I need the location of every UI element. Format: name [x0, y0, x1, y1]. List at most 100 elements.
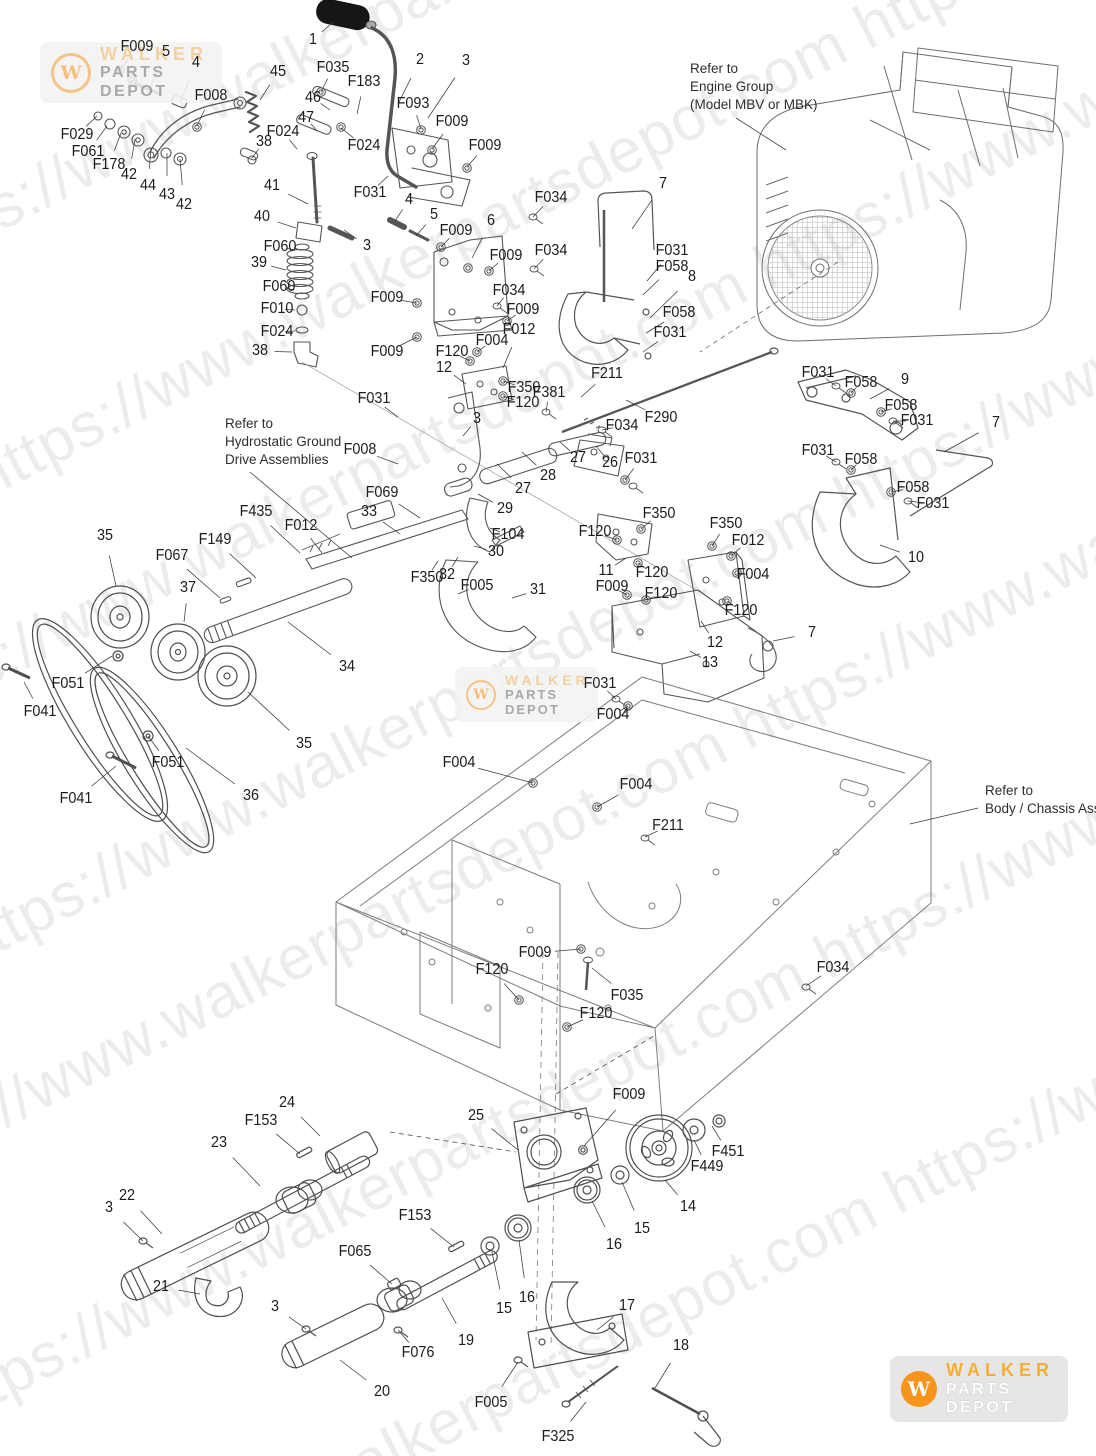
part-label-35: 35 — [96, 527, 114, 544]
part-label-3: 3 — [270, 1298, 280, 1315]
part-label-F004: F004 — [475, 332, 509, 349]
part-label-F034: F034 — [492, 282, 526, 299]
part-label-16: 16 — [605, 1236, 623, 1253]
part-label-F034: F034 — [605, 417, 639, 434]
part-label-F009: F009 — [468, 137, 502, 154]
logo-brand-name: WALKER — [100, 43, 208, 64]
part-label-F058: F058 — [896, 479, 930, 496]
part-label-F069: F069 — [365, 484, 399, 501]
part-label-31: 31 — [529, 581, 547, 598]
walker-logo-icon: W — [51, 52, 91, 93]
part-label-F009: F009 — [506, 301, 540, 318]
part-label-F058: F058 — [662, 304, 696, 321]
part-label-F009: F009 — [370, 289, 404, 306]
part-label-F076: F076 — [401, 1344, 435, 1361]
part-label-15: 15 — [495, 1300, 513, 1317]
part-label-43: 43 — [158, 186, 176, 203]
part-label-F031: F031 — [624, 450, 658, 467]
part-label-F350: F350 — [410, 569, 444, 586]
part-label-F093: F093 — [396, 95, 430, 112]
part-label-F031: F031 — [583, 675, 617, 692]
part-label-F009: F009 — [489, 247, 523, 264]
part-label-F065: F065 — [338, 1243, 372, 1260]
part-label-27: 27 — [569, 449, 587, 466]
part-label-F034: F034 — [534, 189, 568, 206]
part-label-F031: F031 — [801, 364, 835, 381]
part-label-7: 7 — [991, 414, 1001, 431]
part-label-F325: F325 — [541, 1428, 575, 1445]
part-label-F120: F120 — [475, 961, 509, 978]
part-label-F051: F051 — [51, 675, 85, 692]
part-label-13: 13 — [701, 654, 719, 671]
part-label-F183: F183 — [347, 73, 381, 90]
part-label-15: 15 — [633, 1220, 651, 1237]
part-label-F120: F120 — [578, 523, 612, 540]
part-label-29: 29 — [496, 500, 514, 517]
part-label-F010: F010 — [260, 300, 294, 317]
part-label-1: 1 — [308, 31, 318, 48]
part-label-11: 11 — [598, 562, 614, 579]
part-label-3: 3 — [472, 410, 482, 427]
part-label-F031: F031 — [916, 495, 950, 512]
part-label-41: 41 — [263, 177, 281, 194]
part-label-F004: F004 — [619, 776, 653, 793]
part-label-F035: F035 — [316, 59, 350, 76]
part-label-28: 28 — [539, 467, 557, 484]
logo-brand-name: WALKER — [505, 671, 590, 688]
control-lever-drawing — [93, 0, 701, 593]
part-label-25: 25 — [467, 1107, 485, 1124]
part-label-F120: F120 — [506, 394, 540, 411]
part-label-F012: F012 — [731, 532, 765, 549]
part-label-F120: F120 — [435, 343, 469, 360]
chassis-drawing — [335, 676, 932, 1347]
hydro-linkage-drawing — [203, 431, 777, 703]
part-label-F350: F350 — [642, 505, 676, 522]
part-label-F009: F009 — [518, 944, 552, 961]
part-label-F035: F035 — [610, 987, 644, 1004]
part-label-45: 45 — [269, 63, 287, 80]
part-label-F153: F153 — [244, 1112, 278, 1129]
part-label-F211: F211 — [652, 817, 684, 834]
part-label-F350: F350 — [709, 515, 743, 532]
part-label-21: 21 — [152, 1278, 170, 1295]
part-label-23: 23 — [210, 1134, 228, 1151]
part-label-F012: F012 — [502, 321, 536, 338]
pulleys-belt-drawing — [1, 585, 257, 854]
part-label-F041: F041 — [23, 703, 57, 720]
part-label-F009: F009 — [612, 1086, 646, 1103]
part-label-26: 26 — [601, 454, 619, 471]
part-label-4: 4 — [191, 54, 201, 71]
part-label-37: 37 — [179, 579, 197, 596]
part-label-32: 32 — [438, 566, 456, 583]
part-label-38: 38 — [251, 342, 269, 359]
part-label-F058: F058 — [844, 374, 878, 391]
leader-lines — [23, 21, 979, 1422]
part-label-14: 14 — [679, 1198, 697, 1215]
part-label-F004: F004 — [596, 706, 630, 723]
part-label-F061: F061 — [71, 143, 105, 160]
part-label-F104: F104 — [491, 526, 525, 543]
part-label-F009: F009 — [120, 38, 154, 55]
part-label-F031: F031 — [653, 324, 687, 341]
part-label-4: 4 — [404, 191, 414, 208]
part-label-F024: F024 — [266, 123, 300, 140]
part-label-F058: F058 — [884, 397, 918, 414]
part-label-18: 18 — [672, 1337, 690, 1354]
part-label-F120: F120 — [579, 1005, 613, 1022]
part-label-3: 3 — [362, 237, 372, 254]
guards-drawing — [558, 190, 994, 588]
part-label-F031: F031 — [357, 390, 391, 407]
part-label-44: 44 — [139, 177, 157, 194]
part-label-F008: F008 — [343, 441, 377, 458]
part-label-5: 5 — [429, 206, 439, 223]
part-label-F031: F031 — [801, 442, 835, 459]
part-label-7: 7 — [807, 624, 817, 641]
part-label-F034: F034 — [534, 242, 568, 259]
part-label-3: 3 — [104, 1199, 114, 1216]
part-label-38: 38 — [255, 133, 273, 150]
part-label-F005: F005 — [460, 577, 494, 594]
part-label-F031: F031 — [900, 412, 934, 429]
